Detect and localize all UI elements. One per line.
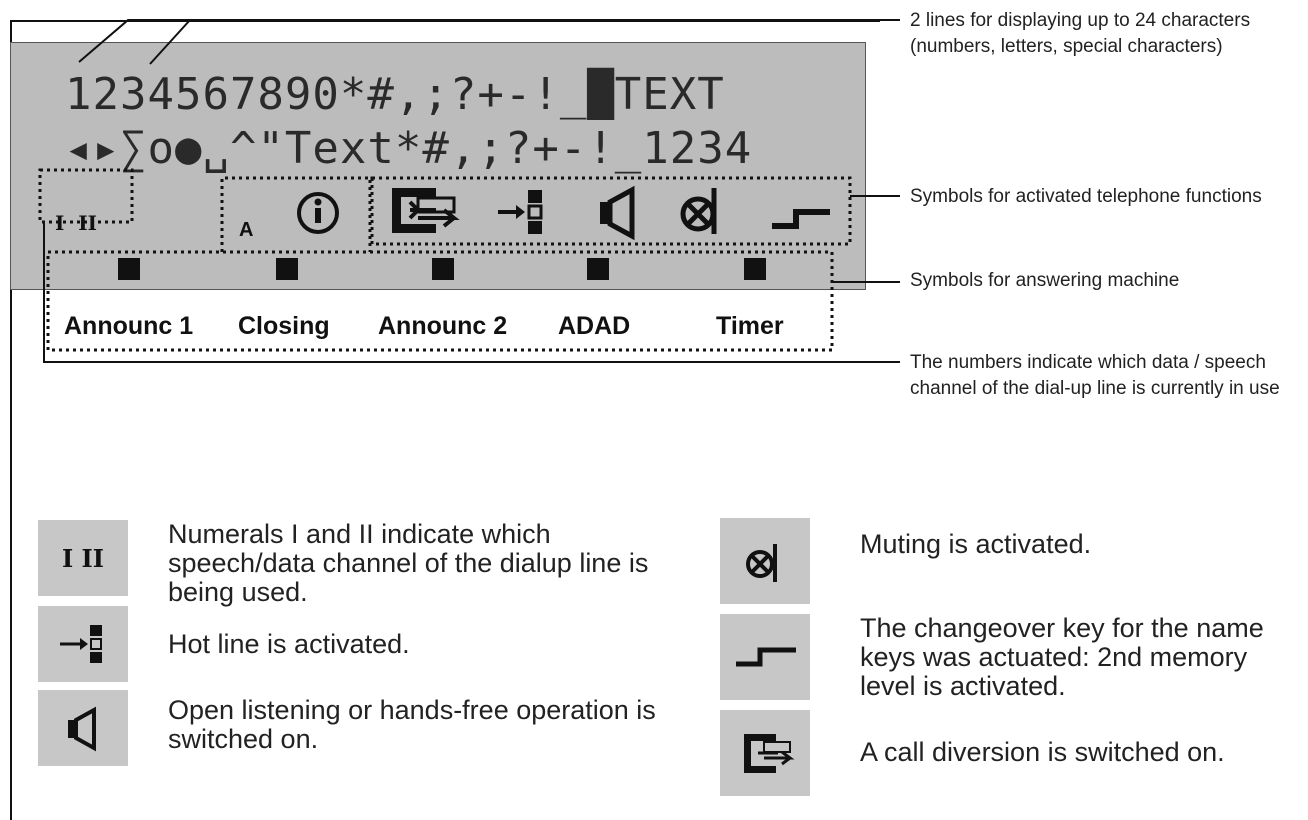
- mute-icon: [680, 188, 717, 234]
- legend-channels-text: Numerals I and II indicate which speech/…: [168, 519, 649, 607]
- annotation-lines: 2 lines for displaying up to 24 characte…: [910, 10, 1251, 57]
- legend-changeover-icon: [720, 614, 810, 700]
- annotation-symbols: Symbols for activated telephone function…: [910, 186, 1262, 207]
- legend-hotline-icon: [38, 606, 128, 682]
- indicator-adad: [587, 258, 609, 280]
- speaker-icon: [600, 185, 635, 241]
- answering-machine-box: [46, 250, 834, 352]
- hot-line-icon: [498, 190, 543, 234]
- channel-numerals-icon: I II: [61, 544, 105, 573]
- legend-mute-icon: [720, 518, 810, 604]
- legend-speaker-text: Open listening or hands-free operation i…: [168, 695, 656, 754]
- speaker-icon: [68, 706, 96, 752]
- legend-channels-icon: I II: [38, 520, 128, 596]
- legend-hotline-text: Hot line is activated.: [168, 629, 410, 659]
- changeover-icon: [772, 209, 830, 229]
- mute-icon: [746, 544, 777, 582]
- indicator-timer: [744, 258, 766, 280]
- connector-lines-2: [149, 19, 191, 65]
- lcd-display: 1234567890*#,;?+-!_█TEXT ◂▸∑o●␣^"Text*#,…: [10, 42, 866, 290]
- display-line-2: ◂▸∑o●␣^"Text*#,;?+-!_1234: [65, 123, 753, 174]
- function-symbols-box: [370, 176, 852, 246]
- info-icon: [297, 192, 339, 234]
- indicator-announc2: [432, 258, 454, 280]
- display-line-1: 1234567890*#,;?+-!_█TEXT: [65, 69, 725, 120]
- legend-speaker-icon: [38, 690, 128, 766]
- changeover-icon: [736, 647, 796, 667]
- channel-numerals: I II: [55, 211, 97, 235]
- frame-left-line: [10, 20, 12, 820]
- call-diversion-icon: [744, 734, 795, 773]
- hot-line-icon: [60, 625, 102, 663]
- connector-numbers: [43, 222, 900, 363]
- label-announc2: Announc 2: [378, 312, 508, 340]
- legend-mute-text: Muting is activated.: [860, 529, 1092, 559]
- indicator-announc1: [118, 258, 140, 280]
- label-closing: Closing: [238, 312, 330, 340]
- legend-diversion-icon: [720, 710, 810, 796]
- annotation-machine: Symbols for answering machine: [910, 270, 1180, 291]
- call-diversion-icon: [392, 188, 460, 233]
- connector-lines: [78, 19, 900, 63]
- label-announc1: Announc 1: [64, 312, 194, 340]
- indicator-closing: [276, 258, 298, 280]
- label-adad: ADAD: [558, 312, 631, 340]
- info-group-box: [220, 176, 372, 252]
- label-timer: Timer: [716, 312, 784, 340]
- channel-group-box: [38, 168, 134, 224]
- annotation-numbers: The numbers indicate which data / speech…: [910, 352, 1280, 399]
- legend-changeover-text: The changeover key for the name keys was…: [860, 613, 1264, 701]
- legend-diversion-text: A call diversion is switched on.: [860, 737, 1225, 767]
- info-prefix: A: [239, 219, 254, 241]
